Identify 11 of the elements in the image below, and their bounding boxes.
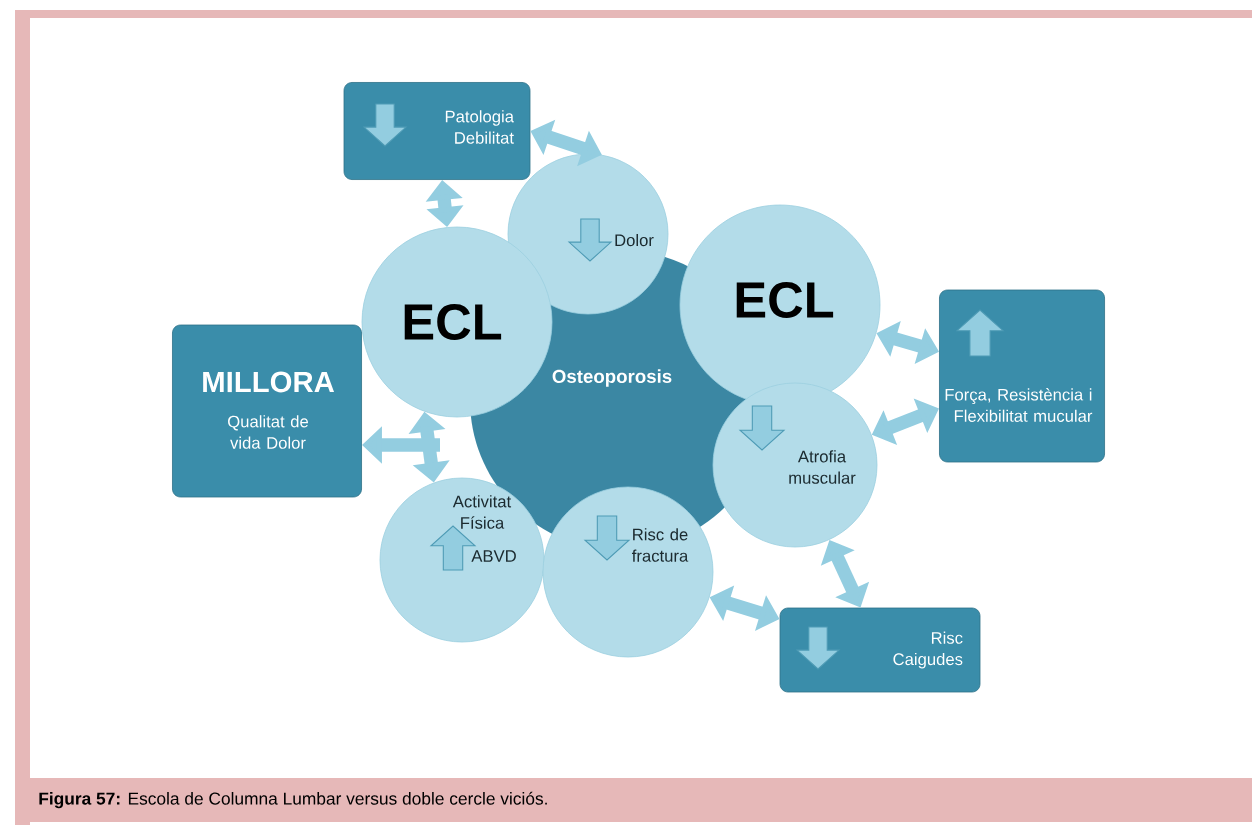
bubble: Dolor (507, 153, 669, 315)
caption: Figura 57: Escola de Columna Lumbar versus doble cercle viciós. (15, 778, 1252, 822)
bubble: Activitat Física ABVD (379, 477, 545, 643)
bubble: ECL (361, 226, 553, 418)
rounded-box: MILLORA Qualitat de vida Dolor (172, 324, 362, 498)
bubble: Risc de fractura (542, 486, 714, 658)
bubble: Atrofia muscular (712, 382, 878, 548)
bubble: ECL (679, 204, 881, 406)
rounded-box: Força, Resistència i Flexibilitat mucular (939, 289, 1105, 463)
rounded-box: Patologia Debilitat (343, 82, 531, 180)
rounded-box: Risc Caigudes (779, 607, 981, 693)
